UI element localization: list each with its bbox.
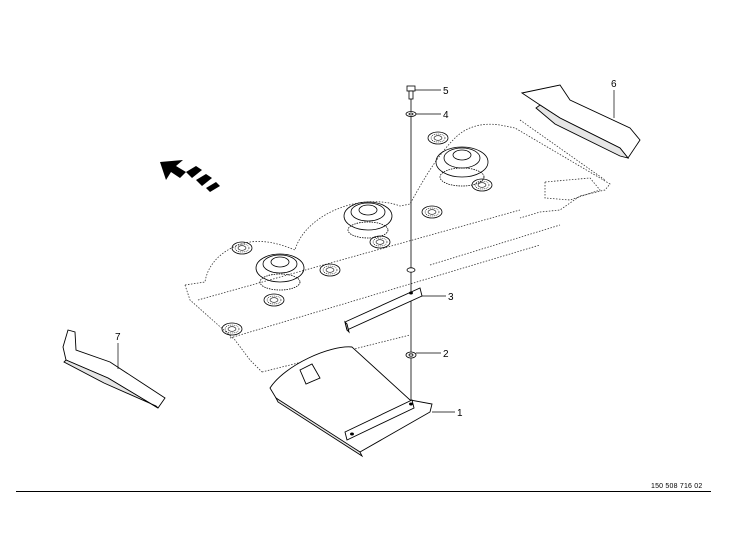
callout-2: 2 [443,349,449,360]
callout-3: 3 [448,292,454,303]
bearing-disc [471,178,493,192]
bearing-disc [221,322,243,336]
part-spacer-bar [344,287,423,334]
bearing-disc [231,241,253,255]
disc-hub-2 [343,201,393,239]
part-guard-strip-lower [62,329,166,409]
bearing-disc [319,263,341,277]
cutter-bar [184,119,611,373]
callout-1: 1 [457,408,463,419]
callout-5: 5 [443,86,449,97]
bearing-disc [369,235,391,249]
callout-7: 7 [115,332,121,343]
callout-6: 6 [611,79,617,90]
page-baseline [16,491,711,492]
disc-hub-1 [255,253,305,291]
part-washer-top [405,111,417,117]
drawing-number: 150 508 716 02 [651,483,703,490]
bearing-disc [421,205,443,219]
part-bolt [406,85,416,100]
direction-arrow-icon [160,160,220,192]
callout-4: 4 [443,110,449,121]
part-guard-strip-upper [520,84,641,159]
callout-leaders [117,89,615,413]
part-skid-plate [269,346,433,458]
part-nut [405,351,417,359]
bearing-disc [263,293,285,307]
part-washer-middle [406,267,416,273]
bearing-disc [427,131,449,145]
disc-hub-3 [435,146,489,187]
